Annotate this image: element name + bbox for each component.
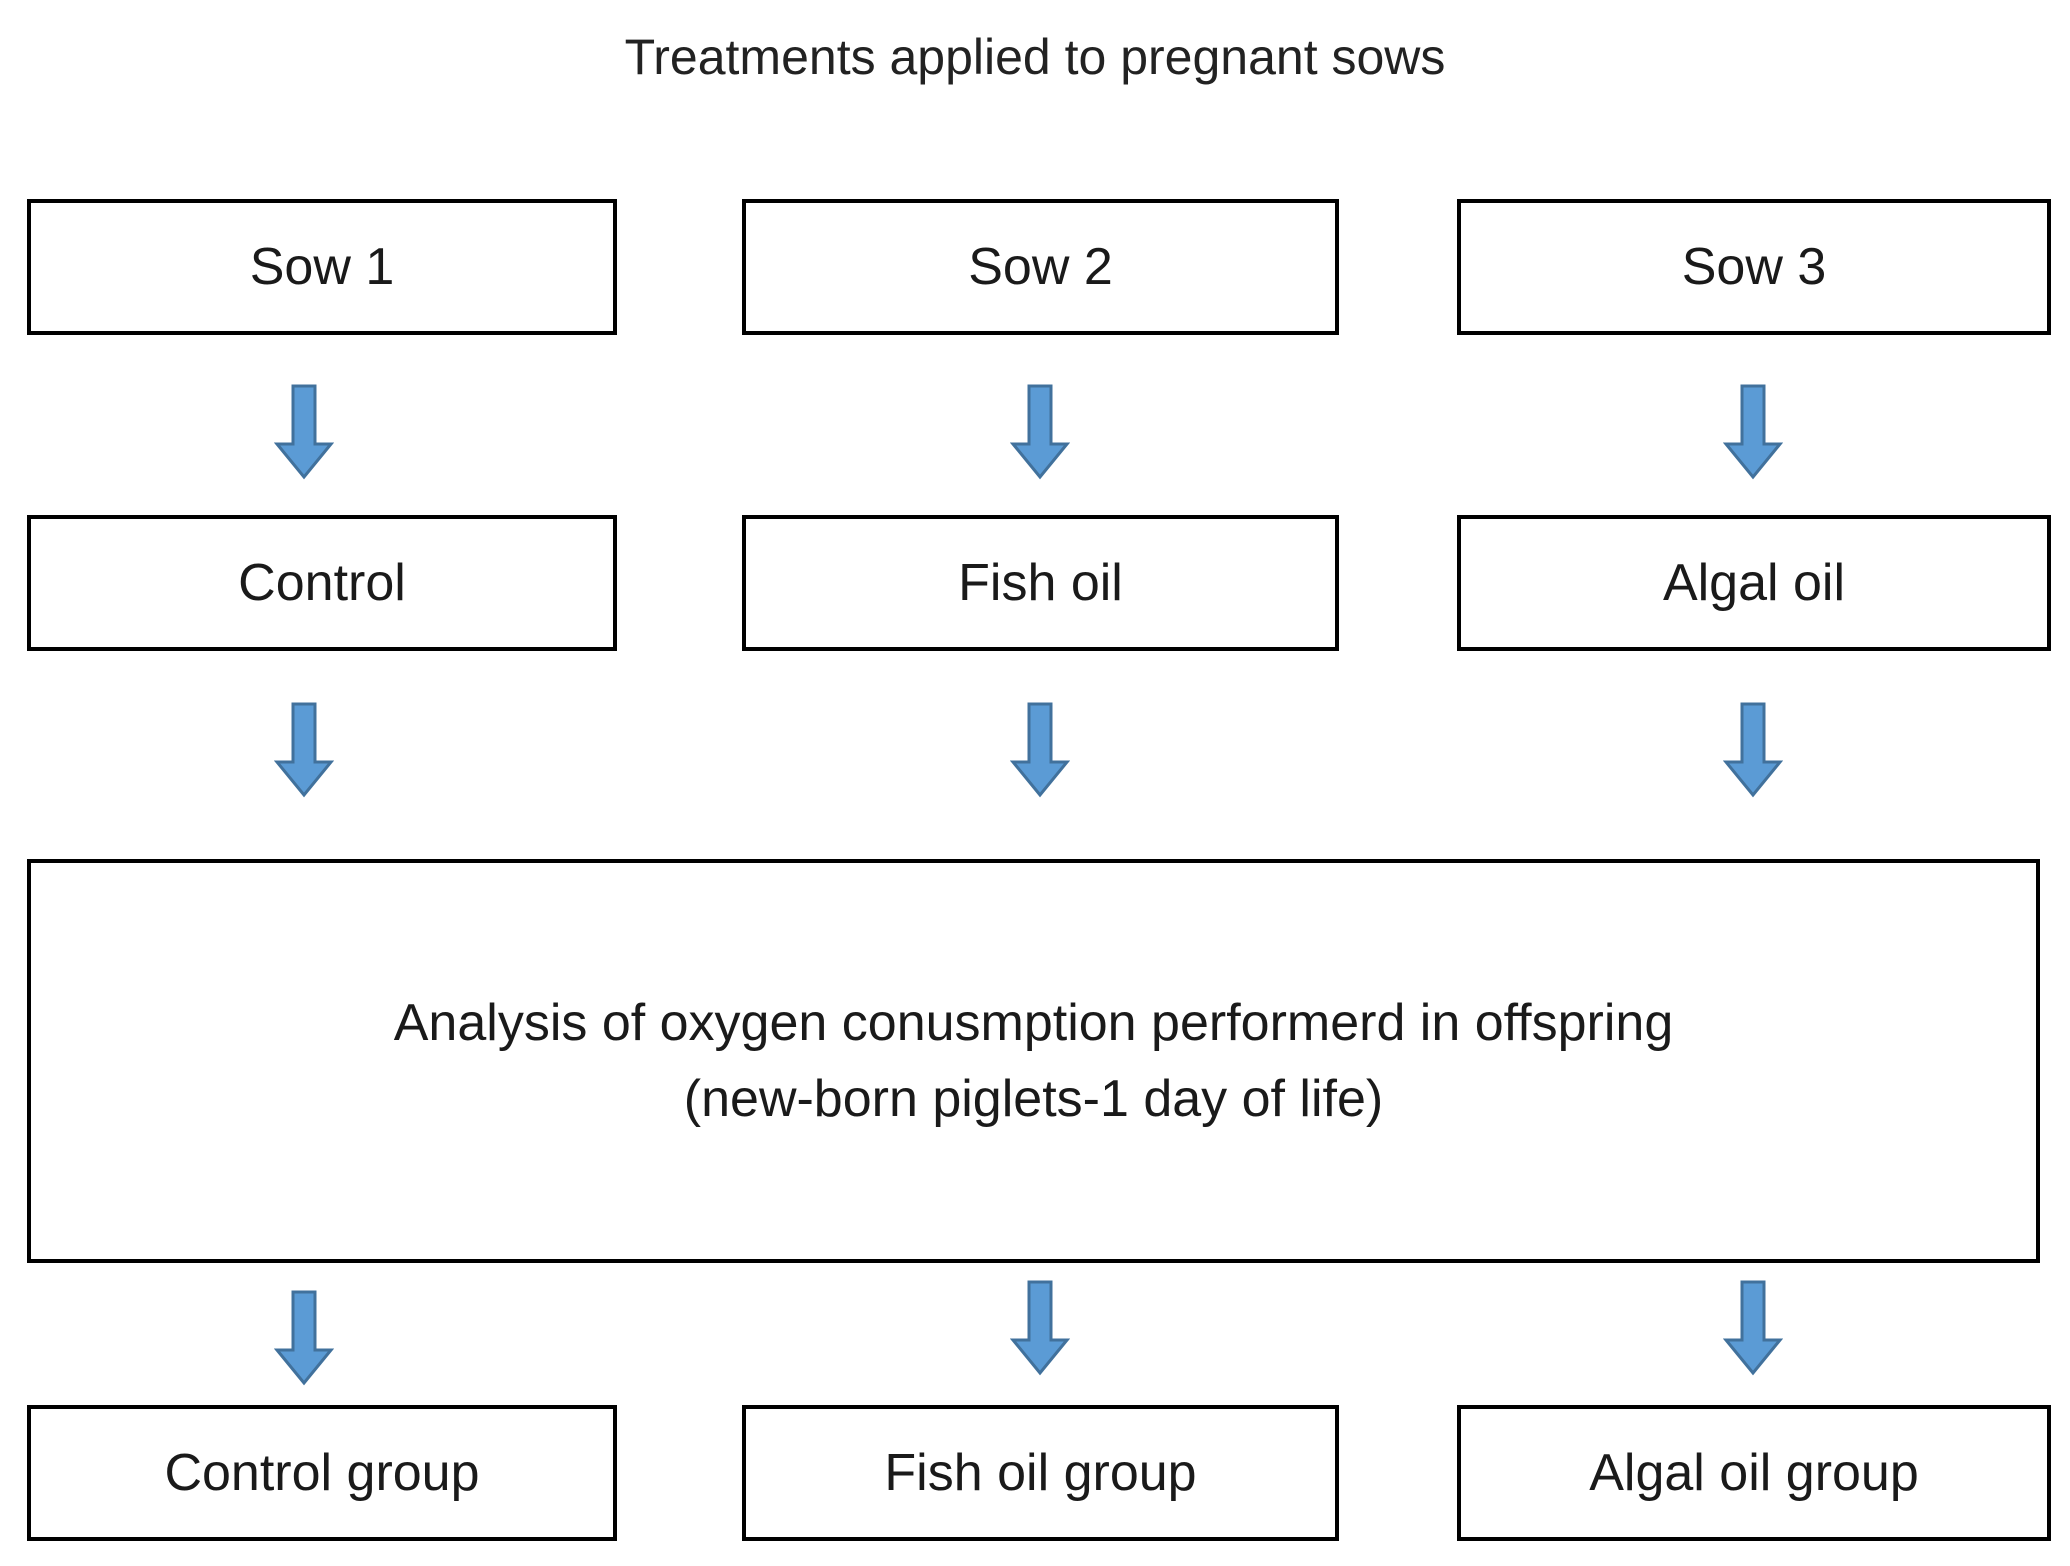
diagram-title: Treatments applied to pregnant sows xyxy=(624,29,1446,85)
sow-2-box: Sow 2 xyxy=(742,199,1339,335)
control-group-box: Control group xyxy=(27,1405,617,1541)
down-arrow-icon xyxy=(274,384,334,480)
algal-oil-group-box: Algal oil group xyxy=(1457,1405,2051,1541)
down-arrow-icon xyxy=(274,1290,334,1386)
treatment-control-box: Control xyxy=(27,515,617,651)
analysis-line-1: Analysis of oxygen conusmption performer… xyxy=(393,994,1674,1052)
down-arrow-icon xyxy=(1723,702,1783,798)
analysis-line-2: (new-born piglets-1 day of life) xyxy=(683,1070,1384,1128)
down-arrow-icon xyxy=(274,702,334,798)
down-arrow-icon xyxy=(1010,1280,1070,1376)
analysis-box: Analysis of oxygen conusmption performer… xyxy=(27,859,2040,1263)
down-arrow-icon xyxy=(1010,384,1070,480)
fish-oil-group-box: Fish oil group xyxy=(742,1405,1339,1541)
treatment-fish-oil-box: Fish oil xyxy=(742,515,1339,651)
sow-1-box: Sow 1 xyxy=(27,199,617,335)
down-arrow-icon xyxy=(1723,384,1783,480)
down-arrow-icon xyxy=(1723,1280,1783,1376)
sow-3-box: Sow 3 xyxy=(1457,199,2051,335)
treatment-algal-oil-box: Algal oil xyxy=(1457,515,2051,651)
down-arrow-icon xyxy=(1010,702,1070,798)
